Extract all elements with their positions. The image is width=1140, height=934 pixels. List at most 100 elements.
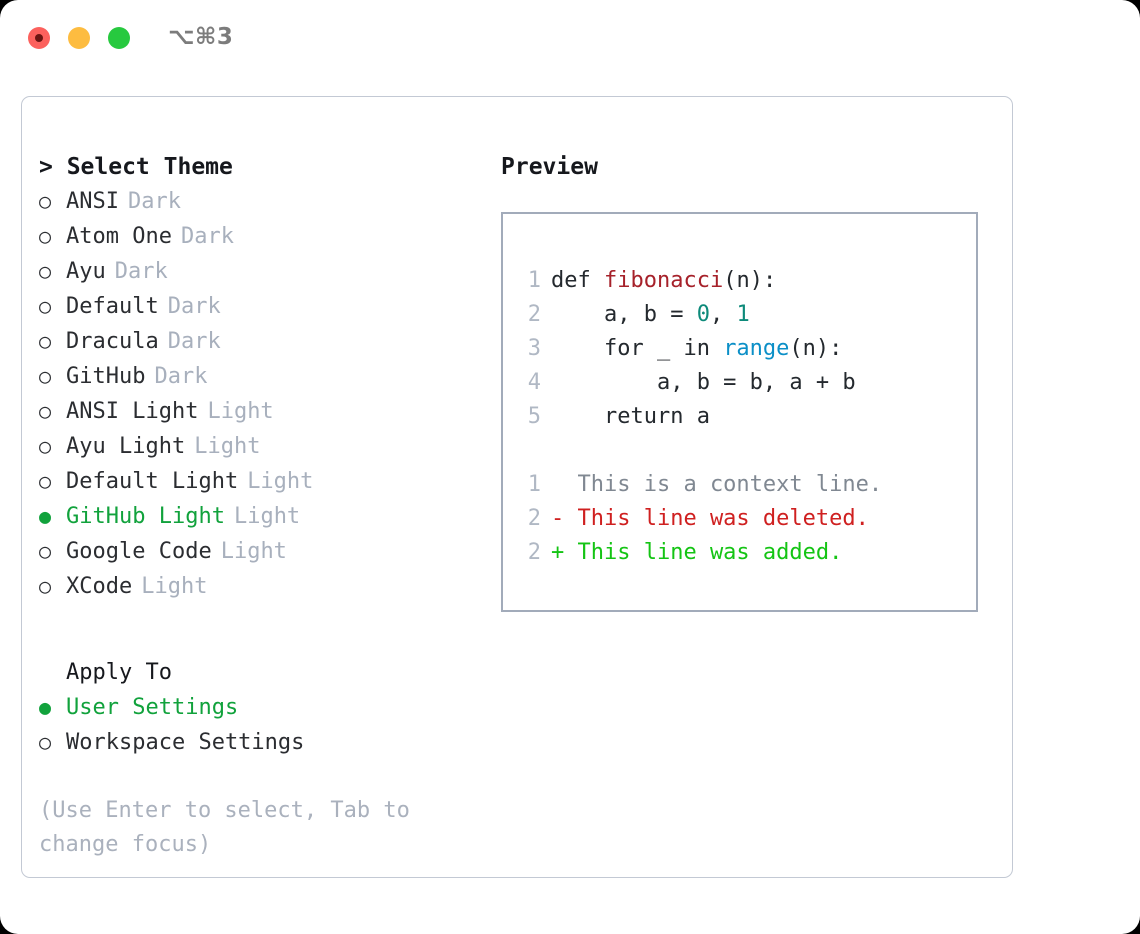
close-button[interactable] (28, 27, 50, 49)
apply-option-label: User Settings (66, 695, 239, 720)
radio-selected-icon: ● (39, 695, 52, 719)
code-line: 1 This is a context line. (519, 468, 882, 502)
theme-option-ayu[interactable]: ○ Ayu Dark (39, 254, 479, 289)
theme-option-variant: Dark (127, 189, 181, 214)
code-line: 2 - This line was deleted. (519, 502, 882, 536)
radio-unselected-icon: ○ (39, 224, 52, 248)
code-token-plain: (n): (723, 268, 777, 293)
radio-unselected-icon: ○ (39, 329, 52, 353)
line-number: 5 (527, 404, 541, 429)
code-blank-line (519, 434, 882, 468)
radio-unselected-icon: ○ (39, 539, 52, 563)
theme-option-default[interactable]: ○ Default Dark (39, 289, 479, 324)
theme-option-variant: Dark (167, 329, 221, 354)
theme-option-variant: Dark (154, 364, 208, 389)
theme-option-github-light[interactable]: ● GitHub Light Light (39, 499, 479, 534)
code-token-del: - This line was deleted. (551, 506, 869, 531)
theme-option-label: ANSI (66, 189, 119, 214)
apply-option-user-settings[interactable]: ● User Settings (39, 690, 479, 725)
radio-unselected-icon: ○ (39, 399, 52, 423)
code-token-add: + This line was added. (551, 540, 843, 565)
code-token-plain: for _ in (551, 336, 724, 361)
code-token-plain: (n): (789, 336, 843, 361)
code-line: 3 for _ in range(n): (519, 332, 882, 366)
radio-unselected-icon: ○ (39, 189, 52, 213)
theme-option-variant: Light (141, 574, 208, 599)
hint-spacer (39, 760, 479, 794)
code-line: 4 a, b = b, a + b (519, 366, 882, 400)
theme-option-variant: Light (233, 504, 301, 529)
keyboard-hint: (Use Enter to select, Tab to change focu… (39, 798, 424, 857)
code-token-plain: a, b = (551, 302, 697, 327)
code-token-builtin: range (723, 336, 790, 361)
theme-option-dracula[interactable]: ○ Dracula Dark (39, 324, 479, 359)
theme-option-ansi-light[interactable]: ○ ANSI Light Light (39, 394, 479, 429)
radio-unselected-icon: ○ (39, 730, 52, 754)
theme-option-label: Google Code (66, 539, 212, 564)
radio-selected-icon: ● (39, 504, 52, 528)
line-number: 4 (527, 370, 541, 395)
apply-to-heading: Apply To (66, 660, 172, 685)
code-token-ctx: This is a context line. (551, 472, 883, 497)
line-number: 2 (527, 506, 541, 531)
theme-option-label: Ayu (66, 259, 106, 284)
theme-option-label: Dracula (66, 329, 159, 354)
minimize-button[interactable] (68, 27, 90, 49)
code-token-fn: fibonacci (603, 268, 724, 293)
apply-to-list: ● User Settings ○Workspace Settings (39, 690, 479, 760)
theme-option-variant: Dark (114, 259, 168, 284)
theme-option-variant: Light (247, 469, 314, 494)
theme-option-ansi[interactable]: ○ ANSI Dark (39, 184, 479, 219)
theme-option-variant: Dark (180, 224, 234, 249)
theme-option-default-light[interactable]: ○ Default Light Light (39, 464, 479, 499)
theme-option-variant: Dark (167, 294, 221, 319)
theme-option-label: XCode (66, 574, 133, 599)
theme-option-github[interactable]: ○ GitHub Dark (39, 359, 479, 394)
code-token-plain: def (551, 268, 604, 293)
code-line: 1 def fibonacci(n): (519, 264, 882, 298)
code-token-plain: return a (551, 404, 710, 429)
section-spacer (39, 604, 479, 656)
line-number: 1 (527, 268, 541, 293)
theme-option-variant: Light (207, 399, 274, 424)
code-token-plain: , (709, 302, 737, 327)
theme-option-label: Default Light (66, 469, 239, 494)
apply-option-workspace-settings[interactable]: ○Workspace Settings (39, 725, 479, 760)
radio-unselected-icon: ○ (39, 574, 52, 598)
theme-option-xcode[interactable]: ○ XCode Light (39, 569, 479, 604)
code-token-num: 1 (736, 302, 750, 327)
theme-option-variant: Light (194, 434, 261, 459)
radio-unselected-icon: ○ (39, 259, 52, 283)
theme-option-atom-one[interactable]: ○ Atom One Dark (39, 219, 479, 254)
code-line: 2+ This line was added. (519, 536, 882, 570)
traffic-lights (28, 27, 130, 49)
radio-unselected-icon: ○ (39, 364, 52, 388)
code-line: 5 return a (519, 400, 882, 434)
theme-option-label: GitHub (66, 364, 146, 389)
theme-option-label: Ayu Light (66, 434, 186, 459)
theme-option-label: GitHub Light (66, 504, 225, 529)
theme-option-label: ANSI Light (66, 399, 199, 424)
zoom-button[interactable] (108, 27, 130, 49)
code-token-num: 0 (696, 302, 710, 327)
radio-unselected-icon: ○ (39, 294, 52, 318)
select-theme-heading: > Select Theme (39, 154, 233, 180)
window-titlebar: ⌥⌘3 (0, 0, 1140, 78)
theme-option-label: Atom One (66, 224, 172, 249)
radio-unselected-icon: ○ (39, 469, 52, 493)
code-token-plain: a, b = b, a + b (551, 370, 856, 395)
line-number: 3 (527, 336, 541, 361)
theme-option-google-code[interactable]: ○ Google Code Light (39, 534, 479, 569)
window-title: ⌥⌘3 (168, 24, 234, 50)
theme-option-label: Default (66, 294, 159, 319)
theme-option-variant: Light (220, 539, 287, 564)
code-line: 2 a, b = 0, 1 (519, 298, 882, 332)
